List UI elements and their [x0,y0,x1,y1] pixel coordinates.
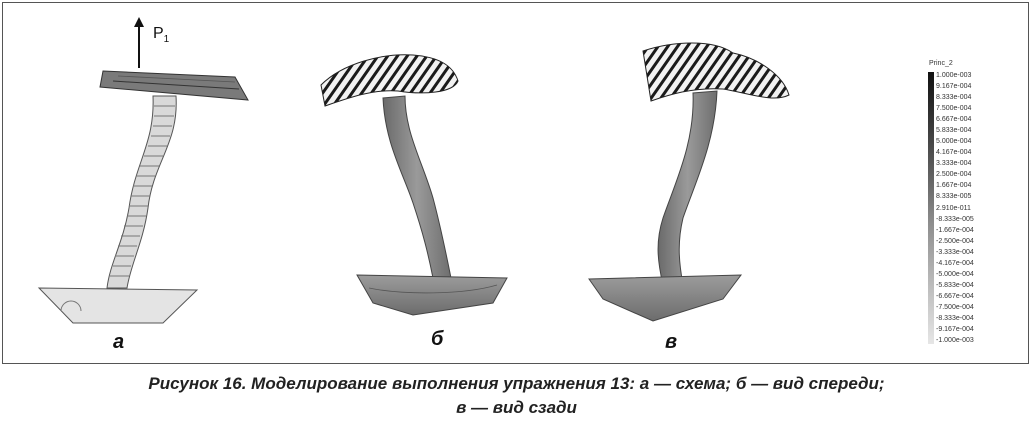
figure-caption: Рисунок 16. Моделирование выполнения упр… [0,372,1033,420]
legend-tick-label: 4.167e-004 [936,149,972,157]
legend-tick-label: -7.500e-004 [936,303,974,311]
legend-tick-label: -1.667e-004 [936,226,974,234]
legend-tick-label: 5.000e-004 [936,138,972,146]
caption-line-1: Рисунок 16. Моделирование выполнения упр… [148,374,885,393]
legend-tick-label: -5.000e-004 [936,270,974,278]
rod-deformed-b [382,95,452,279]
top-plate-deformed-c [642,42,790,102]
base-deformed-b [356,274,508,316]
legend-tick-label: -8.333e-005 [936,215,974,223]
force-label: P1 [153,25,169,45]
panel-label-b: б [431,328,444,350]
legend-tick-label: 8.333e-004 [936,94,972,102]
figure-frame: P1 а б в Princ_2 1.000e-003 9.167e-004 8.3… [2,2,1029,364]
legend-tick-label: 2.500e-004 [936,171,972,179]
legend-tick-label: 9.167e-004 [936,83,972,91]
legend-tick-label: -4.167e-004 [936,259,974,267]
legend-tick-label: -6.667e-004 [936,292,974,300]
panel-a-schematic [37,17,249,324]
legend-tick-label: -1.000e-003 [936,337,974,344]
panel-label-c: в [665,331,678,353]
rod-deformed-c [657,90,718,286]
panel-b-front-view [320,54,508,316]
segmented-rod [106,95,177,289]
force-label-main: P [153,25,164,42]
panel-label-a: а [113,331,125,353]
figure-drawing [37,17,790,324]
legend-ticks: 1.000e-003 9.167e-004 8.333e-004 7.500e-004… [936,72,1006,344]
top-plate [99,70,249,101]
base-deformed-c [588,274,743,322]
force-arrowhead [134,17,144,27]
legend-tick-label: 7.500e-004 [936,105,972,113]
top-plate-deformed-b [320,54,459,107]
legend-tick-label: -3.333e-004 [936,248,974,256]
color-legend: Princ_2 1.000e-003 9.167e-004 8.333e-004 7.… [925,60,1005,350]
panel-c-back-view [588,42,790,322]
force-label-sub: 1 [163,34,170,46]
legend-tick-label: -5.833e-004 [936,281,974,289]
legend-tick-label: 2.910e-011 [936,204,971,212]
legend-tick-label: 8.333e-005 [936,193,972,201]
legend-tick-label: -8.333e-004 [936,314,974,322]
legend-color-bar [928,72,934,344]
legend-tick-label: -9.167e-004 [936,325,974,333]
legend-tick-label: 5.833e-004 [936,127,972,135]
legend-tick-label: 3.333e-004 [936,160,972,168]
legend-title: Princ_2 [929,60,953,67]
caption-line-2: в — вид сзади [456,398,577,417]
base-bowl [37,287,199,324]
legend-tick-label: 1.667e-004 [936,182,972,190]
legend-tick-label: 6.667e-004 [936,116,972,124]
legend-tick-label: 1.000e-003 [936,72,972,79]
legend-tick-label: -2.500e-004 [936,237,974,245]
